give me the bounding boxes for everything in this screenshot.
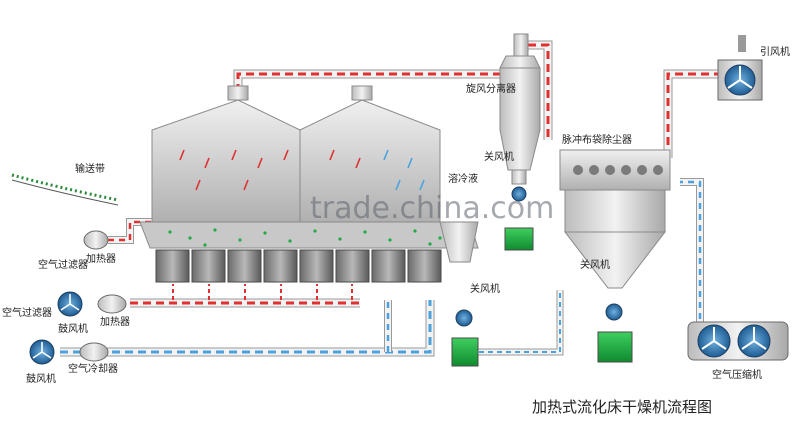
air-cooler-icon	[79, 342, 109, 362]
heater-icon	[97, 294, 127, 314]
induced-fan-icon	[717, 59, 763, 101]
cyclone-to-bagfilter-duct	[528, 40, 553, 140]
label-valve-1: 关风机	[484, 150, 514, 163]
label-blower-2: 鼓风机	[26, 372, 56, 385]
label-heater-2: 加热器	[100, 315, 130, 328]
label-bag-filter: 脉冲布袋除尘器	[562, 133, 632, 146]
rotary-valve-icon	[511, 186, 527, 202]
watermark: trade.china.com	[310, 191, 554, 226]
label-air-cooler: 空气冷却器	[68, 362, 118, 375]
label-heater-1: 加热器	[86, 252, 116, 265]
air-chambers	[155, 249, 442, 283]
label-valve-2: 关风机	[470, 282, 500, 295]
feed-conveyor	[11, 173, 119, 206]
blower-icon	[57, 291, 83, 317]
fluid-bed-dryer	[139, 85, 479, 283]
product-bucket-dryer	[451, 337, 479, 367]
label-air-filter-1: 空气过滤器	[38, 258, 88, 271]
hot-air-flow-marks	[179, 149, 361, 191]
label-spray: 溶冷液	[448, 172, 478, 185]
cool-air-flow-marks	[383, 149, 425, 191]
bag-filter	[559, 149, 671, 363]
label-induced-fan: 引风机	[760, 45, 790, 58]
rotary-valve-icon	[455, 309, 473, 327]
bottom-cool-air-line	[470, 290, 564, 356]
label-valve-3: 关风机	[580, 258, 610, 271]
diagram-title: 加热式流化床干燥机流程图	[532, 398, 712, 416]
heater-icon	[83, 230, 109, 250]
label-blower-1: 鼓风机	[58, 322, 88, 335]
hot-air-risers	[172, 284, 353, 300]
air-compressor-icon	[687, 321, 789, 361]
label-air-filter-2: 空气过滤器	[2, 306, 52, 319]
bagfilter-to-fan-duct	[663, 69, 720, 158]
cyclone-separator	[499, 33, 541, 251]
label-conveyor: 输送带	[75, 162, 105, 175]
rotary-valve-icon	[605, 303, 623, 321]
label-cyclone: 旋风分离器	[466, 82, 516, 95]
pipes	[60, 35, 746, 357]
label-air-compressor: 空气压缩机	[712, 368, 762, 381]
blower-icon	[29, 339, 55, 365]
cool-air-line-main	[60, 300, 435, 357]
compressed-air-line	[680, 178, 704, 330]
